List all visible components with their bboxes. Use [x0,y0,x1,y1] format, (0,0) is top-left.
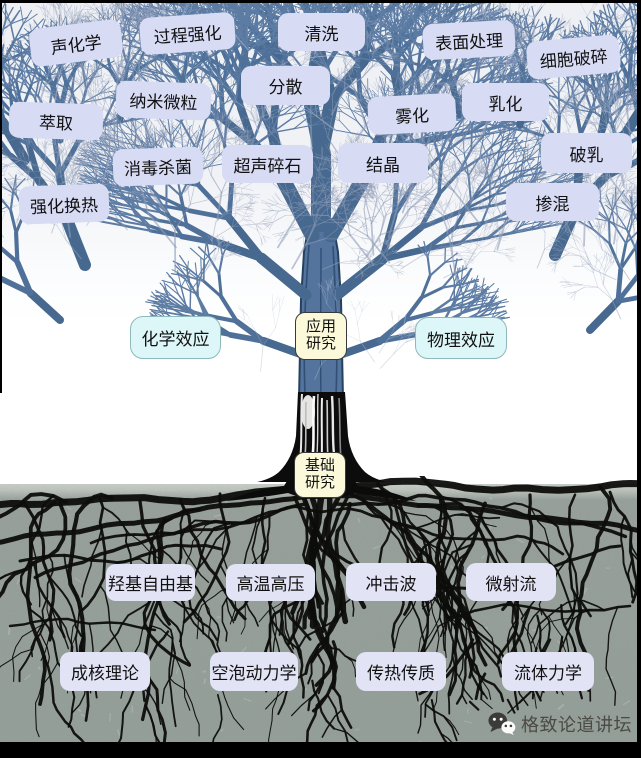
border-top [0,0,641,3]
branch-label-atomization: 雾化 [367,92,457,136]
border-left [0,0,2,393]
effect-label-physical: 物理效应 [415,317,507,359]
branch-label-dispersion: 分散 [241,66,330,105]
branch-label-lithotripsy: 超声碎石 [222,145,313,183]
watermark-text: 格致论道讲坛 [521,714,632,735]
branch-label-heat-transfer-enhancement: 强化换热 [18,183,110,225]
trunk-label-applied-research: 应用研究 [295,312,347,360]
root-label-nucleation-theory: 成核理论 [60,652,150,691]
branch-label-extraction: 萃取 [8,101,104,141]
root-label-shockwave: 冲击波 [346,563,436,601]
branch-label-process-intensification: 过程强化 [138,11,237,56]
branch-label-cell-disruption: 细胞破碎 [525,34,622,80]
root-label-microjet: 微射流 [466,563,556,601]
tree-roots-illustration [0,476,641,758]
branch-label-demulsification: 破乳 [541,133,632,173]
border-right [637,0,641,742]
effect-label-chemical: 化学效应 [130,316,221,359]
branch-label-nanoparticles: 纳米微粒 [115,80,212,121]
branch-label-cleaning: 清洗 [278,13,365,51]
branch-label-emulsification: 乳化 [462,83,549,121]
root-label-heat-mass-transfer: 传热传质 [356,652,446,691]
bottom-bar [0,742,641,758]
branch-label-blending: 掺混 [506,183,599,221]
root-label-bubble-dynamics: 空泡动力学 [210,652,298,691]
wechat-icon [488,712,516,735]
trunk-label-basic-research: 基础研究 [294,452,346,498]
branch-label-crystallization: 结晶 [338,143,428,183]
root-label-fluid-mechanics: 流体力学 [502,652,594,691]
branch-label-surface-treatment: 表面处理 [422,19,516,61]
branch-label-sterilization: 消毒杀菌 [112,146,204,187]
root-label-hydroxyl-radical: 羟基自由基 [106,564,195,601]
root-label-high-temp-pressure: 高温高压 [226,564,315,601]
watermark: 格致论道讲坛 [488,710,632,737]
